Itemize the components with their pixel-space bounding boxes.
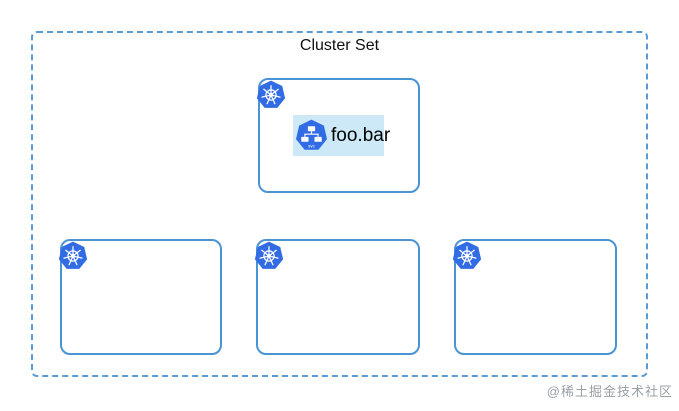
kubernetes-logo-icon — [58, 241, 88, 271]
cluster-set-title: Cluster Set — [299, 37, 380, 54]
watermark: @稀土掘金技术社区 — [546, 384, 673, 399]
workload-chip: svc foo.bar — [293, 115, 390, 156]
kubernetes-logo-icon — [452, 241, 482, 271]
cluster-box-parent: svc foo.bar — [256, 78, 420, 193]
kubernetes-logo-icon — [256, 80, 286, 110]
cluster-box-2 — [254, 239, 420, 355]
kubernetes-logo-icon — [254, 241, 284, 271]
service-icon-badge: svc — [308, 144, 315, 149]
workload-label: foo.bar — [331, 124, 391, 146]
cluster-box-3 — [452, 239, 617, 355]
cluster-box-1 — [58, 239, 222, 355]
kubernetes-service-icon: svc — [295, 118, 328, 153]
cluster-set-boundary: Cluster Set — [31, 31, 648, 377]
